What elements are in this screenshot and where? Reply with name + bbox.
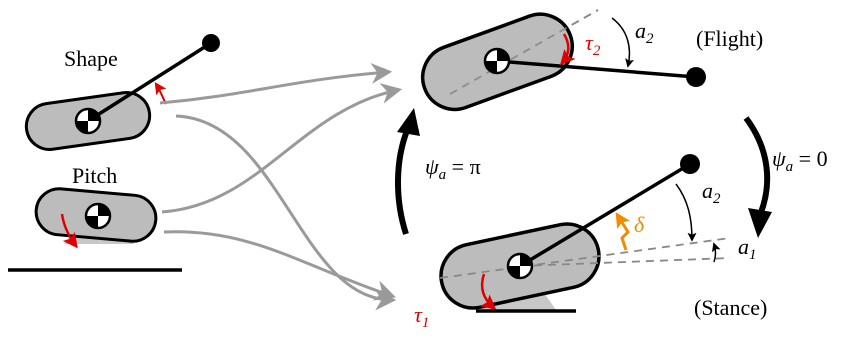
flight-cog-icon	[483, 47, 511, 75]
stance-label: (Stance)	[694, 295, 767, 320]
stance-robot	[439, 154, 731, 313]
flight-leg	[496, 59, 697, 79]
a2-stance-label: a2	[702, 178, 721, 207]
a2-flight-label: a2	[635, 18, 654, 47]
psi-0-label: ψa = 0	[772, 146, 828, 175]
pitch-torque-arrow	[60, 213, 78, 249]
flight-foot	[686, 67, 706, 87]
delta-label: δ	[634, 212, 645, 237]
stance-a1-arc	[712, 242, 721, 263]
flight-torque-arrow	[560, 33, 576, 66]
transition-arrows	[159, 62, 403, 311]
flight-robot	[420, 9, 706, 112]
shape-foot	[202, 34, 220, 52]
arrow-pitch-to-flight	[161, 83, 403, 214]
shape-cog-icon	[74, 107, 102, 135]
stance-a2-arc	[675, 183, 697, 242]
shape-robot	[24, 34, 220, 151]
stance-horizon-line	[519, 257, 731, 267]
psi-pi-label: ψa = π	[425, 154, 481, 183]
shape-label: Shape	[64, 46, 118, 71]
a1-label: a1	[738, 234, 757, 263]
tau2-label: τ2	[585, 30, 601, 59]
arrow-shape-to-stance	[175, 114, 397, 311]
shape-leg	[87, 41, 212, 123]
stance-torque-arrow	[479, 273, 497, 310]
pitch-cog-icon	[84, 202, 112, 230]
stance-body-axis	[439, 237, 731, 279]
pitch-label: Pitch	[72, 163, 117, 188]
cycle-arrow-up	[395, 126, 411, 235]
arrow-pitch-to-stance	[163, 230, 396, 301]
perturbation-arrow	[615, 212, 630, 251]
cycle-arrow-down-head	[748, 208, 772, 238]
cycle-arrow-up-head	[397, 108, 420, 136]
flight-label: (Flight)	[696, 26, 763, 51]
flight-angle-arc	[611, 17, 634, 68]
stance-cog-icon	[506, 252, 534, 280]
arrow-shape-to-flight	[159, 62, 393, 105]
shape-torque-arrow	[154, 82, 167, 105]
stance-foot	[680, 154, 700, 174]
cycle-arrow-down	[743, 116, 771, 217]
tau1-label: τ1	[414, 302, 429, 331]
stance-leg	[519, 162, 691, 268]
pitch-robot	[8, 187, 182, 272]
